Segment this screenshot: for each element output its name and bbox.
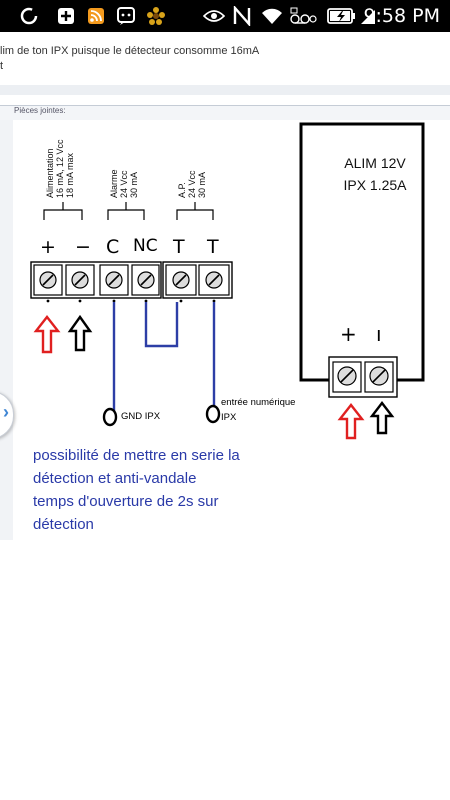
section-divider bbox=[0, 85, 450, 95]
attachments-label: Pièces jointes: bbox=[14, 106, 66, 115]
psu-box bbox=[299, 122, 425, 382]
chevron-right-icon: › bbox=[3, 402, 9, 422]
psu-title-line: IPX 1.25A bbox=[343, 177, 407, 193]
psu-title-line: ALIM 12V bbox=[344, 155, 406, 171]
power-spec-label: Alimentation 16 mA, 12 Vcc 18 mA max bbox=[45, 139, 75, 198]
signal-icon bbox=[358, 6, 378, 26]
psu-plus-label: + bbox=[340, 322, 357, 346]
terminal-label: NC bbox=[133, 236, 158, 256]
wiring-note-line: détection bbox=[33, 516, 94, 533]
attachments-header: Pièces jointes: bbox=[0, 105, 450, 120]
message-line: lim de ton IPX puisque le détecteur cons… bbox=[0, 45, 260, 57]
minus-arrow-black bbox=[67, 314, 93, 352]
nfc-icon bbox=[231, 6, 253, 26]
chat-icon bbox=[115, 6, 137, 26]
wiring-note: possibilité de mettre en serie la détect… bbox=[33, 444, 293, 536]
wiring-diagram-svg bbox=[30, 122, 425, 440]
rss-icon bbox=[85, 6, 107, 26]
wiring-note-line: temps d'ouverture de 2s sur bbox=[33, 493, 219, 510]
blue-wires bbox=[112, 302, 216, 412]
message-snippet: lim de ton IPX puisque le détecteur cons… bbox=[0, 44, 450, 74]
terminal-label: T bbox=[207, 236, 219, 258]
terminal-label: T bbox=[173, 236, 185, 258]
spinner-icon bbox=[18, 6, 40, 26]
input-label-line: IPX bbox=[221, 412, 237, 423]
alarm-bracket bbox=[107, 209, 145, 220]
wiring-note-line: possibilité de mettre en serie la bbox=[33, 447, 240, 464]
ap-spec-label: A.P. 24 Vcc 30 mA bbox=[177, 170, 207, 198]
detector-terminal-block bbox=[30, 261, 233, 303]
plus-arrow-red bbox=[33, 315, 61, 354]
input-connection-marker bbox=[205, 404, 221, 424]
left-gutter bbox=[0, 120, 13, 540]
psu-terminal-block bbox=[328, 356, 398, 398]
terminal-label: C bbox=[106, 236, 120, 258]
input-label-line: entrée numérique bbox=[221, 397, 296, 408]
wiring-diagram-image[interactable]: Alimentation 16 mA, 12 Vcc 18 mA max Ala… bbox=[13, 120, 439, 540]
gnd-connection-marker bbox=[102, 407, 118, 427]
terminal-label: − bbox=[75, 236, 91, 258]
plus-icon bbox=[55, 6, 77, 26]
voicemail-icon bbox=[289, 6, 317, 26]
clock: 9:58 PM bbox=[363, 5, 440, 27]
battery-charging-icon bbox=[326, 6, 356, 26]
psu-minus-label: ı bbox=[376, 322, 382, 346]
ap-bracket bbox=[176, 209, 214, 220]
message-line: t bbox=[0, 60, 4, 72]
terminal-label: + bbox=[40, 236, 56, 258]
wiring-note-line: détection et anti-vandale bbox=[33, 470, 197, 487]
power-bracket bbox=[43, 209, 83, 220]
blank-area bbox=[0, 540, 450, 800]
flower-icon bbox=[145, 6, 167, 26]
wifi-icon bbox=[259, 6, 285, 26]
eye-icon bbox=[203, 6, 225, 26]
status-bar: 9:58 PM bbox=[0, 0, 450, 32]
psu-minus-arrow-black bbox=[369, 401, 395, 435]
psu-plus-arrow-red bbox=[337, 403, 365, 440]
gnd-ipx-label: GND IPX bbox=[121, 411, 161, 422]
alarm-spec-label: Alarme 24 Vcc 30 mA bbox=[109, 169, 139, 198]
